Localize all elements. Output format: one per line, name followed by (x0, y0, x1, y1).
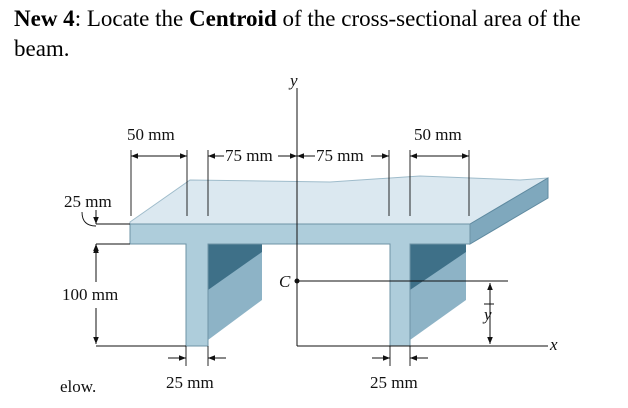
problem-label: New 4 (14, 6, 75, 31)
dim-web-left-label: 25 mm (166, 373, 214, 392)
dim-flange-left-label: 50 mm (127, 125, 175, 144)
dim-span-left-label: 75 mm (225, 146, 273, 165)
dim-web-right-label: 25 mm (370, 373, 418, 392)
problem-text-a: : Locate the (74, 6, 189, 31)
x-axis-label: x (549, 335, 558, 354)
ybar-label: y (482, 305, 492, 324)
web-right-dark (410, 244, 466, 290)
problem-emphasis: Centroid (189, 6, 277, 31)
centroid-label: C (279, 272, 291, 291)
cut-off-text: elow. (60, 377, 96, 396)
dim-flange-right-label: 50 mm (414, 125, 462, 144)
cross-section-face (129, 223, 471, 347)
dim-web-depth-label: 100 mm (62, 285, 118, 304)
y-axis-label: y (288, 71, 298, 90)
problem-statement: New 4: Locate the Centroid of the cross-… (14, 4, 618, 64)
problem-text-b: of the cross-sectional area of the beam. (14, 6, 581, 61)
web-left-dark (208, 244, 262, 290)
dim-flange-thickness-label: 25 mm (64, 192, 112, 211)
dim-span-right-label: 75 mm (316, 146, 364, 165)
flange-leader (81, 211, 97, 227)
